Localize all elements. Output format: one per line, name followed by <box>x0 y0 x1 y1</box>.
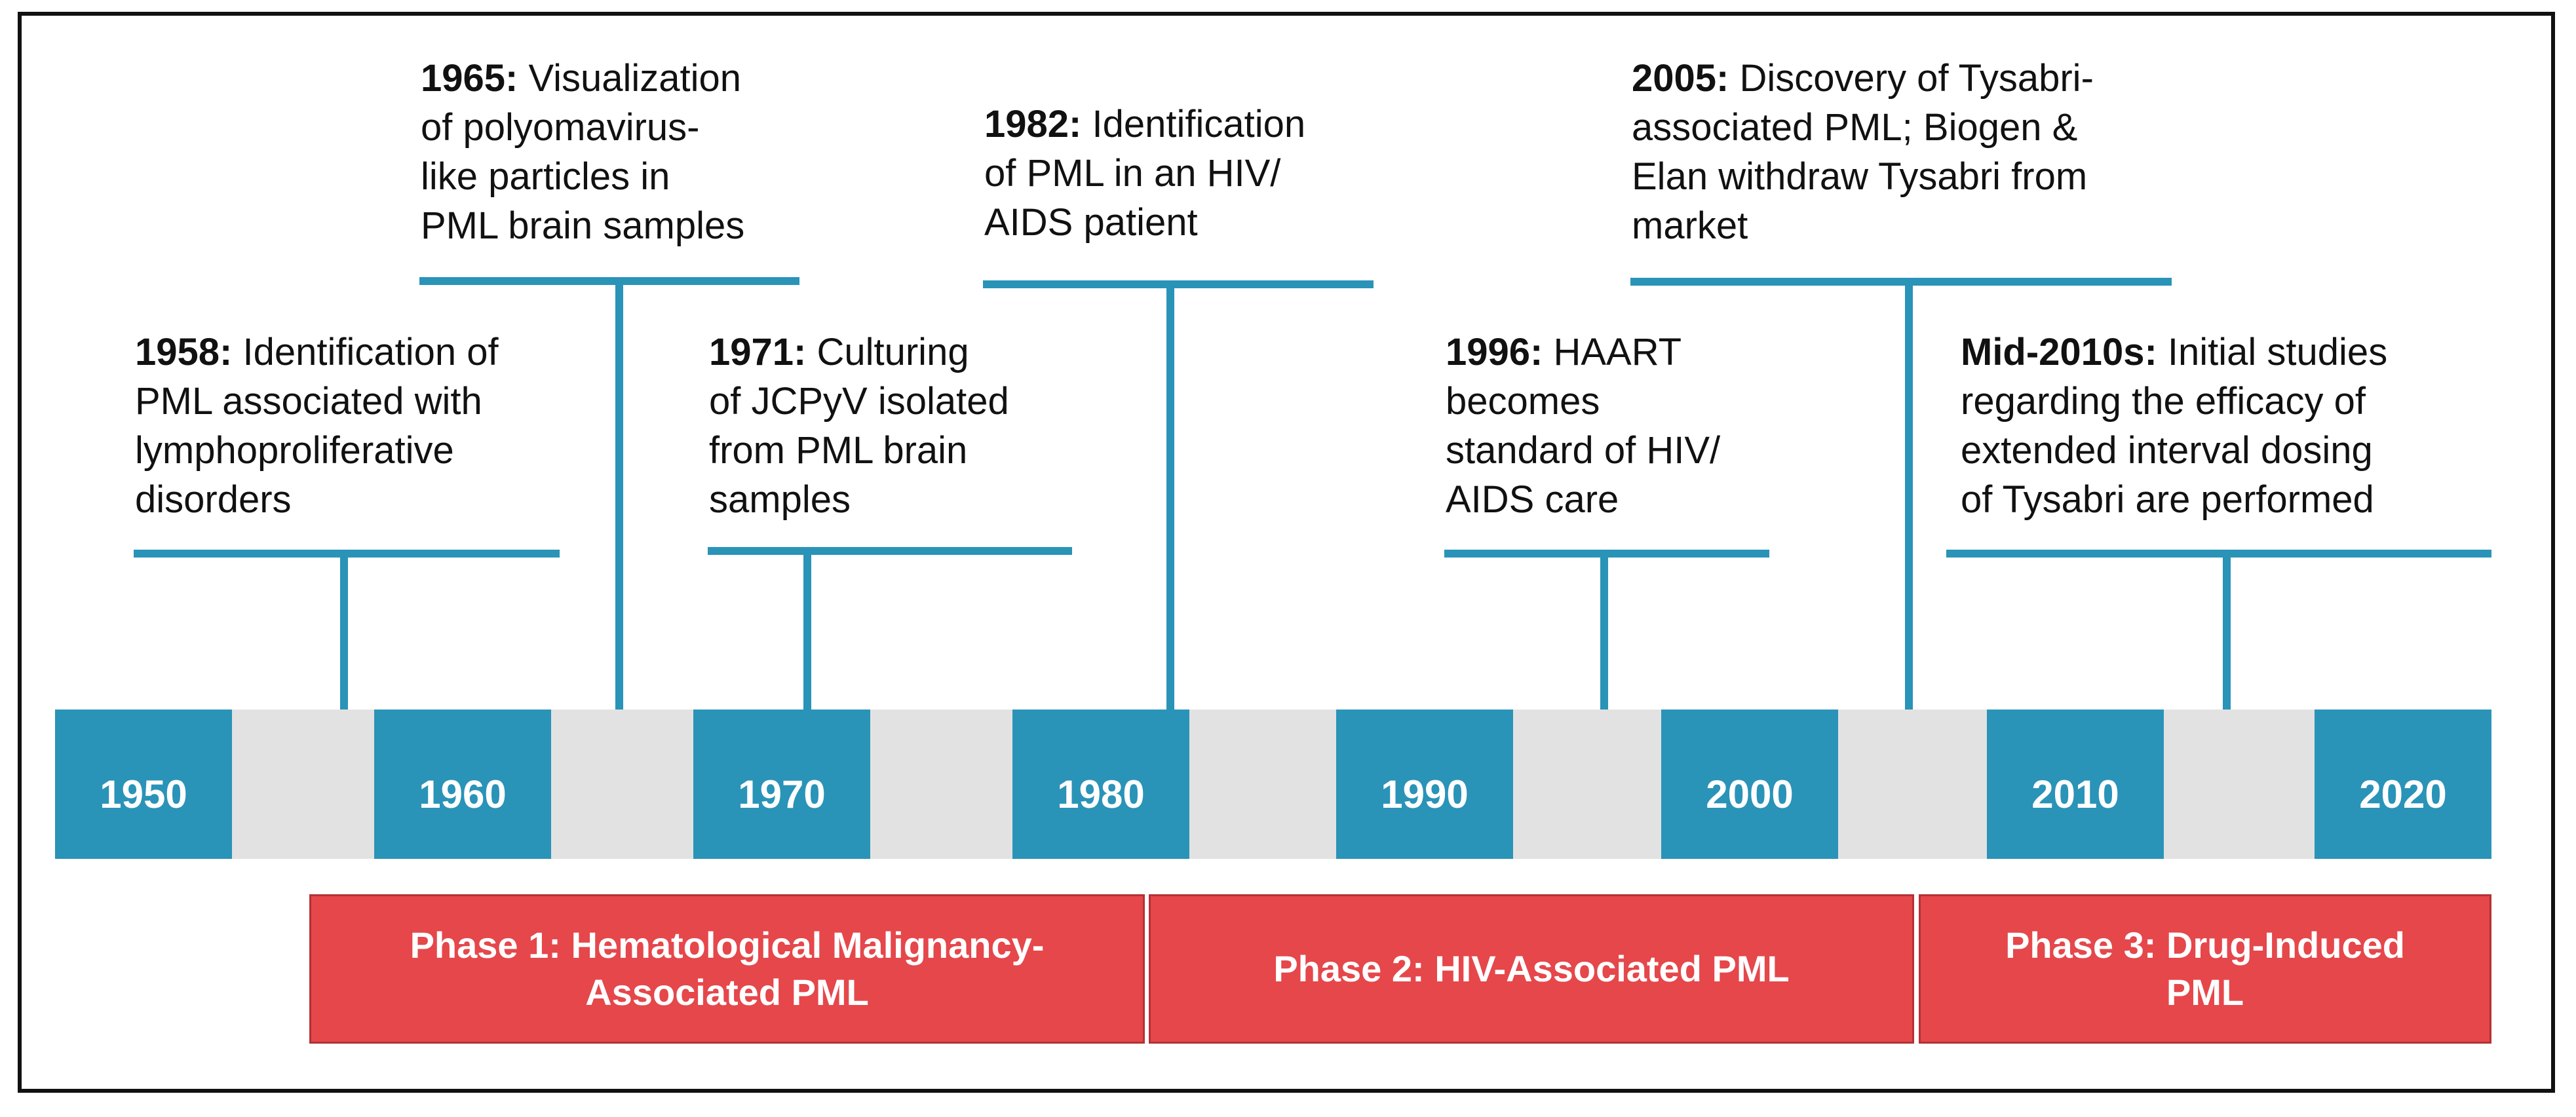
event-2005-line-2: associated PML; Biogen & <box>1632 106 2078 149</box>
event-1965-line-4: PML brain samples <box>421 204 745 247</box>
event-1958-connector <box>340 554 348 710</box>
event-1971: 1971: Culturing of JCPyV isolated from P… <box>709 328 1009 524</box>
year-block-1950: 1950 <box>55 710 232 859</box>
phase-1-box: Phase 1: Hematological Malignancy- Assoc… <box>309 894 1145 1044</box>
event-1982-year: 1982: <box>984 103 1082 145</box>
event-mid2010s-line-4: of Tysabri are performed <box>1961 478 2374 521</box>
event-1965-bar <box>419 277 799 285</box>
phase-2-line-1: Phase 2: HIV-Associated PML <box>1273 948 1790 989</box>
event-1958-line-1: Identification of <box>242 331 499 373</box>
year-block-1990: 1990 <box>1336 710 1513 859</box>
event-1971-line-1: Culturing <box>817 331 969 373</box>
event-1996-year: 1996: <box>1446 331 1543 373</box>
event-2005-connector <box>1905 282 1913 710</box>
event-mid2010s-line-3: extended interval dosing <box>1961 429 2373 472</box>
event-2005-line-1: Discovery of Tysabri- <box>1739 57 2094 100</box>
event-1965-line-1: Visualization <box>528 57 742 100</box>
event-1982: 1982: Identification of PML in an HIV/ A… <box>984 100 1305 247</box>
event-1996-line-3: standard of HIV/ <box>1446 429 1721 472</box>
event-1982-line-3: AIDS patient <box>984 201 1198 244</box>
year-block-1970: 1970 <box>693 710 870 859</box>
year-block-2020: 2020 <box>2315 710 2491 859</box>
event-1996-line-2: becomes <box>1446 380 1600 423</box>
phase-3-line-1: Phase 3: Drug-Induced <box>2005 924 2405 966</box>
event-1996-line-1: HAART <box>1553 331 1682 373</box>
phase-3-box: Phase 3: Drug-Induced PML <box>1919 894 2491 1044</box>
event-1982-connector <box>1166 284 1174 710</box>
event-1958: 1958: Identification of PML associated w… <box>135 328 499 524</box>
event-mid2010s-line-1: Initial studies <box>2167 331 2388 373</box>
event-1971-line-3: from PML brain <box>709 429 968 472</box>
phase-1-line-2: Associated PML <box>585 972 869 1013</box>
event-mid2010s-year: Mid-2010s: <box>1961 331 2157 373</box>
event-1982-line-2: of PML in an HIV/ <box>984 152 1281 195</box>
event-1965: 1965: Visualization of polyomavirus- lik… <box>421 54 744 250</box>
event-1971-line-2: of JCPyV isolated <box>709 380 1009 423</box>
event-1971-bar <box>708 547 1072 555</box>
event-1965-connector <box>615 281 623 710</box>
event-1971-year: 1971: <box>709 331 807 373</box>
event-1971-connector <box>803 551 811 710</box>
event-2005-bar <box>1630 278 2172 286</box>
event-1958-line-2: PML associated with <box>135 380 482 423</box>
year-block-1980: 1980 <box>1012 710 1189 859</box>
event-mid2010s-bar <box>1946 550 2491 558</box>
year-block-2000: 2000 <box>1661 710 1838 859</box>
event-2005: 2005: Discovery of Tysabri- associated P… <box>1632 54 2094 250</box>
event-mid2010s-connector <box>2223 554 2231 710</box>
event-1965-year: 1965: <box>421 57 518 100</box>
year-block-1960: 1960 <box>374 710 551 859</box>
event-2005-year: 2005: <box>1632 57 1729 100</box>
phase-3-line-2: PML <box>2166 972 2244 1013</box>
event-1958-year: 1958: <box>135 331 233 373</box>
event-1996-connector <box>1600 554 1608 710</box>
event-1971-line-4: samples <box>709 478 851 521</box>
event-1958-line-4: disorders <box>135 478 292 521</box>
event-1965-line-2: of polyomavirus- <box>421 106 700 149</box>
phase-2-box: Phase 2: HIV-Associated PML <box>1149 894 1914 1044</box>
event-mid2010s: Mid-2010s: Initial studies regarding the… <box>1961 328 2387 524</box>
event-1982-bar <box>983 280 1374 288</box>
phase-1-line-1: Phase 1: Hematological Malignancy- <box>410 924 1045 966</box>
event-2005-line-4: market <box>1632 204 1748 247</box>
figure-border <box>18 12 2555 1093</box>
event-1965-line-3: like particles in <box>421 155 670 198</box>
event-1958-line-3: lymphoproliferative <box>135 429 454 472</box>
event-mid2010s-line-2: regarding the efficacy of <box>1961 380 2366 423</box>
event-1996: 1996: HAART becomes standard of HIV/ AID… <box>1446 328 1720 524</box>
event-1996-line-4: AIDS care <box>1446 478 1619 521</box>
event-2005-line-3: Elan withdraw Tysabri from <box>1632 155 2088 198</box>
event-1982-line-1: Identification <box>1092 103 1306 145</box>
year-block-2010: 2010 <box>1987 710 2164 859</box>
